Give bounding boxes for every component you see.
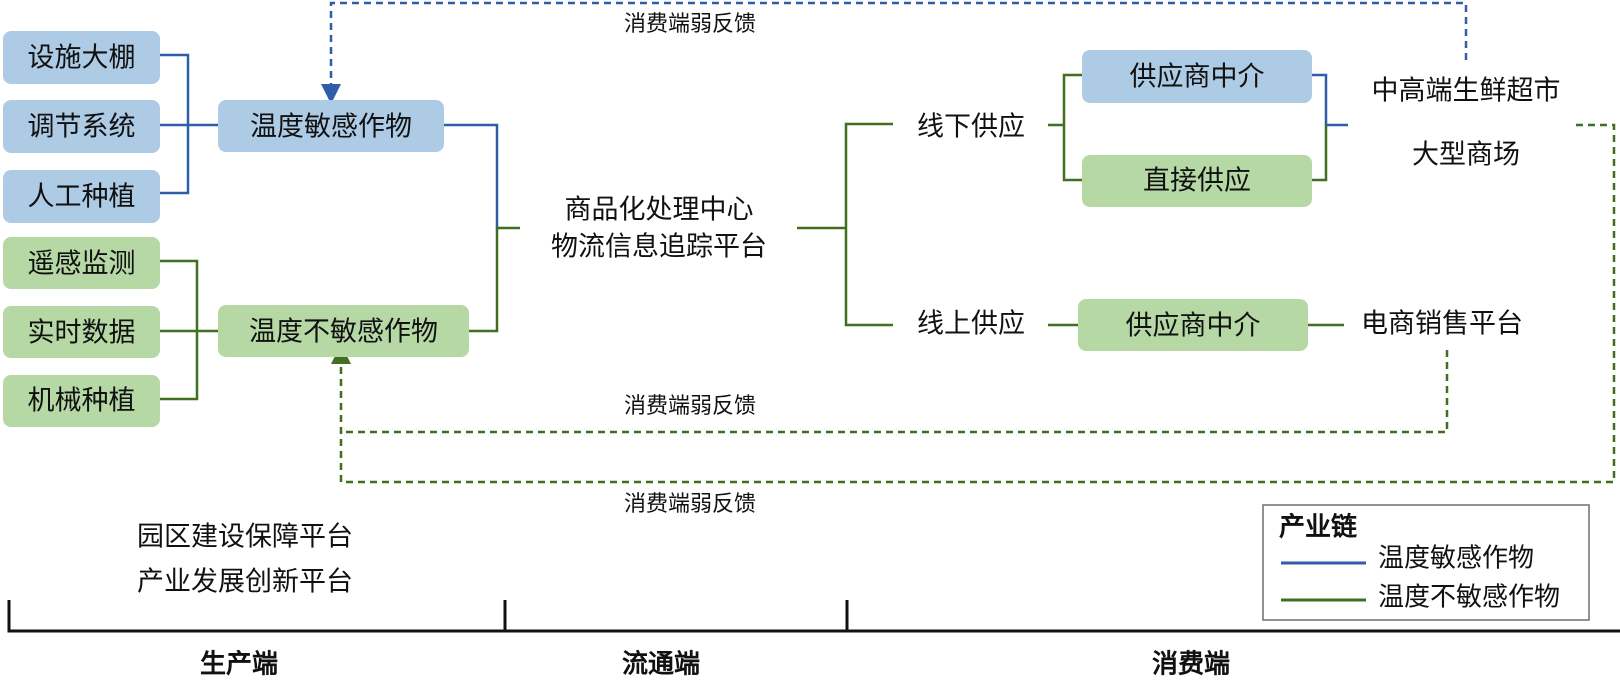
offline-supply-label: 线下供应 — [917, 112, 1025, 143]
center-distribution-connector — [797, 122, 893, 327]
input-box-adjustment-system: 调节系统 — [3, 100, 160, 153]
input-label-adjustment-system: 调节系统 — [28, 112, 136, 143]
middle-feedback-label: 消费端弱反馈 — [624, 394, 756, 419]
insensitive-crop-label: 温度不敏感作物 — [249, 317, 438, 348]
insensitive-crop-connector — [469, 226, 520, 333]
sensitive-crop-label: 温度敏感作物 — [250, 112, 412, 143]
online-supplier-agent-box: 供应商中介 — [1078, 299, 1308, 351]
bottom-feedback-line — [331, 123, 1616, 484]
bottom-feedback-label: 消费端弱反馈 — [624, 492, 756, 517]
offline-destination-supermarket: 中高端生鲜超市 — [1372, 76, 1561, 107]
logistics-tracking-platform: 物流信息追踪平台 — [551, 232, 767, 263]
top-feedback-label: 消费端弱反馈 — [624, 12, 756, 37]
sensitive-crop-box: 温度敏感作物 — [218, 100, 444, 152]
offline-direct-box: 直接供应 — [1082, 155, 1312, 207]
section-circulation: 流通端 — [622, 650, 700, 680]
insensitive-crop-box: 温度不敏感作物 — [218, 305, 469, 357]
input-label-greenhouse: 设施大棚 — [28, 43, 136, 74]
feedback-lines — [321, 1, 1616, 484]
input-label-manual-planting: 人工种植 — [28, 182, 136, 213]
offline-destination-mall: 大型商场 — [1412, 140, 1520, 171]
offline-direct-connector — [1312, 125, 1328, 182]
blue-input-bracket — [160, 53, 218, 195]
input-box-greenhouse: 设施大棚 — [3, 31, 160, 84]
circulation-center: 商品化处理中心 物流信息追踪平台 — [551, 195, 767, 263]
legend: 产业链 温度敏感作物 温度不敏感作物 — [1262, 504, 1590, 621]
input-label-mechanical-planting: 机械种植 — [28, 386, 136, 417]
industry-innovation-platform: 产业发展创新平台 — [137, 567, 353, 598]
feedback-labels: 消费端弱反馈 消费端弱反馈 消费端弱反馈 — [624, 12, 756, 517]
section-bracket-line — [7, 600, 1620, 633]
connector-lines — [160, 53, 1348, 401]
park-construction-platform: 园区建设保障平台 — [137, 522, 353, 553]
online-supply-label: 线上供应 — [917, 309, 1025, 340]
offline-agent-connector — [1312, 73, 1348, 127]
offline-supplier-agent-box: 供应商中介 — [1082, 50, 1312, 103]
offline-supplier-agent-label: 供应商中介 — [1130, 62, 1265, 93]
input-box-manual-planting: 人工种植 — [3, 170, 160, 223]
top-feedback-line — [321, 1, 1468, 104]
offline-branch-connector — [1048, 73, 1082, 182]
legend-title: 产业链 — [1279, 512, 1357, 543]
production-boxes: 设施大棚 调节系统 人工种植 遥感监测 实时数据 机械种植 — [3, 31, 469, 427]
input-box-real-time-data: 实时数据 — [3, 306, 160, 358]
input-label-remote-monitoring: 遥感监测 — [28, 249, 136, 280]
section-consumption: 消费端 — [1152, 650, 1230, 680]
green-input-bracket — [160, 259, 218, 401]
production-platforms: 园区建设保障平台 产业发展创新平台 — [137, 522, 353, 598]
legend-label-insensitive: 温度不敏感作物 — [1378, 583, 1560, 613]
sensitive-crop-connector — [444, 123, 499, 228]
commodity-processing-center: 商品化处理中心 — [565, 195, 754, 226]
input-label-real-time-data: 实时数据 — [28, 318, 136, 349]
section-timeline: 生产端 流通端 消费端 — [7, 600, 1620, 680]
input-box-mechanical-planting: 机械种植 — [3, 375, 160, 427]
offline-direct-label: 直接供应 — [1143, 166, 1251, 197]
input-box-remote-monitoring: 遥感监测 — [3, 237, 160, 289]
online-supplier-agent-label: 供应商中介 — [1126, 311, 1261, 342]
legend-label-sensitive: 温度敏感作物 — [1378, 544, 1534, 574]
online-destination-platform: 电商销售平台 — [1361, 309, 1523, 340]
section-production: 生产端 — [200, 650, 278, 680]
consumption-side: 线下供应 线上供应 供应商中介 直接供应 供应商中介 中高端生鲜超市 大型商场 … — [917, 50, 1561, 351]
middle-feedback-line — [344, 350, 1449, 434]
